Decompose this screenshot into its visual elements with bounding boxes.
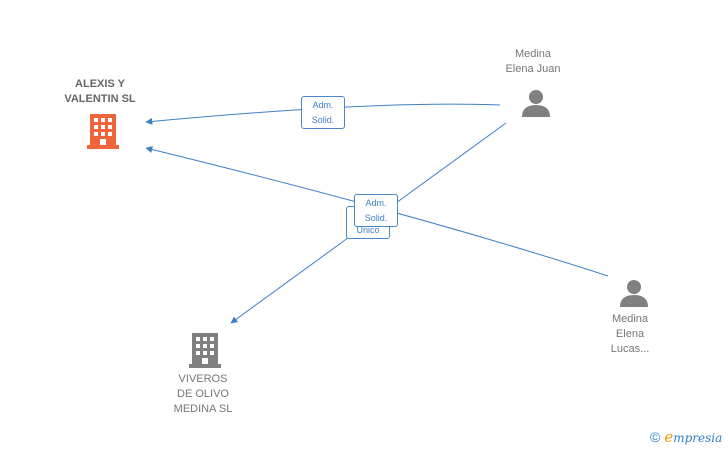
company-label-alexis[interactable]: ALEXIS Y VALENTIN SL — [40, 77, 160, 107]
relation-badge-line: Solid. — [311, 115, 335, 125]
empresia-logo[interactable]: ©empresia — [650, 428, 722, 446]
relation-badge-line: Solid. — [364, 213, 388, 223]
relation-badge-line: Unico — [356, 225, 380, 235]
edge-juan-to-alexis — [145, 103, 501, 125]
company-label-line: VIVEROS — [178, 373, 228, 385]
person-label-medina-juan[interactable]: Medina Elena Juan — [473, 47, 593, 77]
relation-badge-line: Adm. — [312, 100, 334, 110]
company-label-viveros[interactable]: VIVEROS DE OLIVO MEDINA SL — [143, 372, 263, 417]
person-label-line: Elena Juan — [505, 63, 561, 75]
person-label-line: Lucas... — [610, 343, 650, 355]
person-icon[interactable] — [520, 88, 552, 118]
company-label-line: MEDINA SL — [173, 403, 233, 415]
person-label-medina-lucas[interactable]: Medina Elena Lucas... — [580, 312, 680, 357]
edge-lucas-to-alexis — [145, 146, 609, 277]
company-label-line: VALENTIN SL — [64, 93, 136, 105]
relation-badge-adm-solid[interactable]: Adm. Solid. — [354, 194, 398, 227]
person-label-line: Elena — [615, 328, 645, 340]
logo-letter: e — [664, 428, 674, 446]
person-label-line: Medina — [514, 48, 552, 60]
company-label-line: ALEXIS Y — [75, 78, 125, 90]
relation-badge-line: Adm. — [365, 198, 387, 208]
building-icon[interactable] — [188, 331, 222, 369]
relation-badge-adm-solid[interactable]: Adm. Solid. — [301, 96, 345, 129]
building-icon[interactable] — [86, 112, 120, 150]
logo-text: mpresia — [673, 431, 723, 445]
person-icon[interactable] — [618, 278, 650, 308]
copyright-icon: © — [650, 429, 661, 445]
person-label-line: Medina — [611, 313, 649, 325]
company-label-line: DE OLIVO — [177, 388, 229, 400]
